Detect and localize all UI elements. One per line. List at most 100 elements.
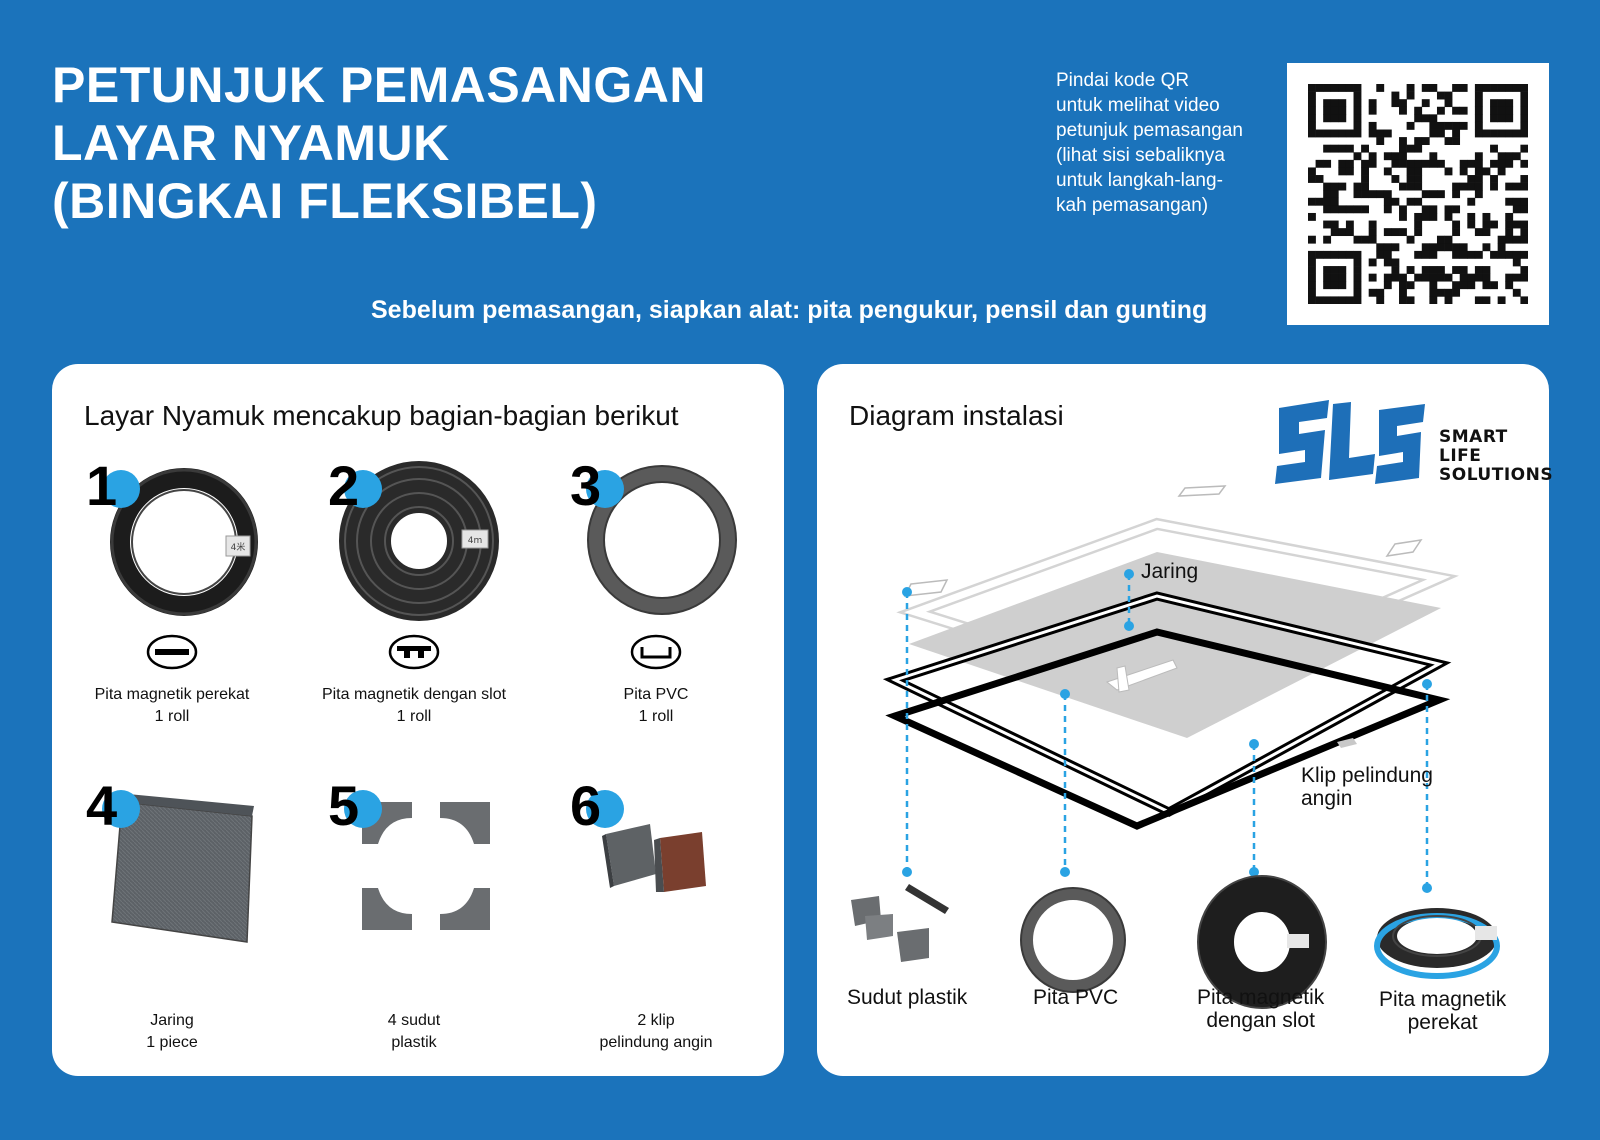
qr-module [1429,152,1438,161]
pvc-tape-icon [587,465,737,615]
qr-module [1368,273,1377,282]
clip-label: Klip pelindung angin [1301,764,1433,810]
part-number: 2 [328,454,360,517]
qr-module [1444,243,1453,252]
qr-module [1399,228,1407,237]
qr-module [1376,243,1385,252]
qr-module [1323,296,1332,304]
qr-module [1490,84,1498,92]
qr-module [1353,84,1362,92]
qr-module [1436,106,1445,115]
adhesive-tape-roll-image [1374,908,1500,979]
qr-module [1482,220,1491,229]
part-label-line: 1 roll [154,708,190,725]
diagram-panel: Diagram instalasi SMART LIFE SOLUTIONS [817,364,1553,1076]
qr-module [1338,84,1347,92]
qr-module [1353,205,1362,214]
qr-module [1399,281,1407,290]
qr-module [1512,84,1521,92]
slot-tape-frame-inner [890,594,1444,814]
qr-module [1452,205,1461,214]
qr-module [1436,159,1445,168]
part-label: Jaring 1 piece [52,1010,292,1054]
qr-code[interactable] [1287,63,1549,325]
qr-module [1474,152,1483,161]
qr-module [1308,99,1316,108]
qr-module [1345,205,1354,214]
number-dot [102,790,140,828]
qr-module [1421,190,1430,199]
part-item: 1 4米 Pita magnetik perekat 1 roll [52,364,292,725]
part-label-line: 1 roll [396,708,432,725]
corner-label: Sudut plastik [847,986,968,1009]
qr-module [1361,205,1369,214]
qr-module [1436,235,1445,244]
qr-module [1444,167,1453,176]
qr-module [1353,182,1362,191]
qr-module [1308,114,1316,123]
qr-module [1353,91,1362,100]
qr-module [1406,182,1415,191]
qr-module [1520,129,1528,138]
part-label: 4 sudut plastik [294,1010,534,1054]
qr-module [1315,296,1324,304]
qr-module [1368,99,1377,108]
qr-module [1490,220,1498,229]
slot-tape-label-line: Pita magnetik [1197,986,1325,1009]
qr-module [1421,159,1430,168]
adhesive-magnetic-tape-icon: 4米 [110,468,258,616]
qr-module [1505,220,1514,229]
qr-module [1308,258,1316,267]
qr-module [1474,91,1483,100]
qr-module [1338,182,1347,191]
qr-module [1338,144,1347,153]
qr-module [1353,258,1362,267]
qr-module [1376,190,1385,199]
part-label-line: 1 roll [638,708,674,725]
qr-module [1383,250,1392,259]
qr-module [1361,175,1369,183]
qr-module [1368,220,1377,229]
qr-module [1308,84,1316,92]
qr-module [1452,228,1461,237]
pvc-label: Pita PVC [1033,986,1119,1009]
qr-module [1452,243,1461,252]
qr-module [1414,212,1423,221]
qr-module [1436,121,1445,130]
qr-module [1421,266,1430,274]
mesh-shape [909,552,1441,738]
qr-module [1330,99,1339,108]
qr-module [1345,144,1354,153]
qr-module [1353,288,1362,297]
qr-module [1338,99,1347,108]
qr-module [1505,281,1514,290]
qr-module [1467,273,1476,282]
qr-module [1497,159,1506,168]
qr-module [1497,84,1506,92]
qr-module [1399,137,1407,145]
qr-module [1482,129,1491,138]
qr-module [1512,258,1521,267]
qr-module [1452,266,1461,274]
qr-module [1338,281,1347,290]
qr-module [1452,250,1461,259]
qr-module [1452,281,1461,290]
qr-module [1315,84,1324,92]
qr-module [1330,84,1339,92]
qr-module [1520,159,1528,168]
qr-module [1444,205,1453,214]
qr-module [1467,281,1476,290]
qr-module [1505,129,1514,138]
part-label-line: Pita PVC [623,686,689,703]
qr-module [1474,114,1483,123]
parts-panel: Layar Nyamuk mencakup bagian-bagian beri… [52,364,784,1076]
slot-tape-roll-image [1197,875,1327,1009]
qr-module [1436,243,1445,252]
qr-module [1482,167,1491,176]
qr-module [1315,175,1324,183]
qr-module [1497,152,1506,161]
part-label-line: plastik [391,1034,437,1051]
qr-module [1497,129,1506,138]
qr-module [1353,250,1362,259]
part-number: 5 [328,774,360,837]
